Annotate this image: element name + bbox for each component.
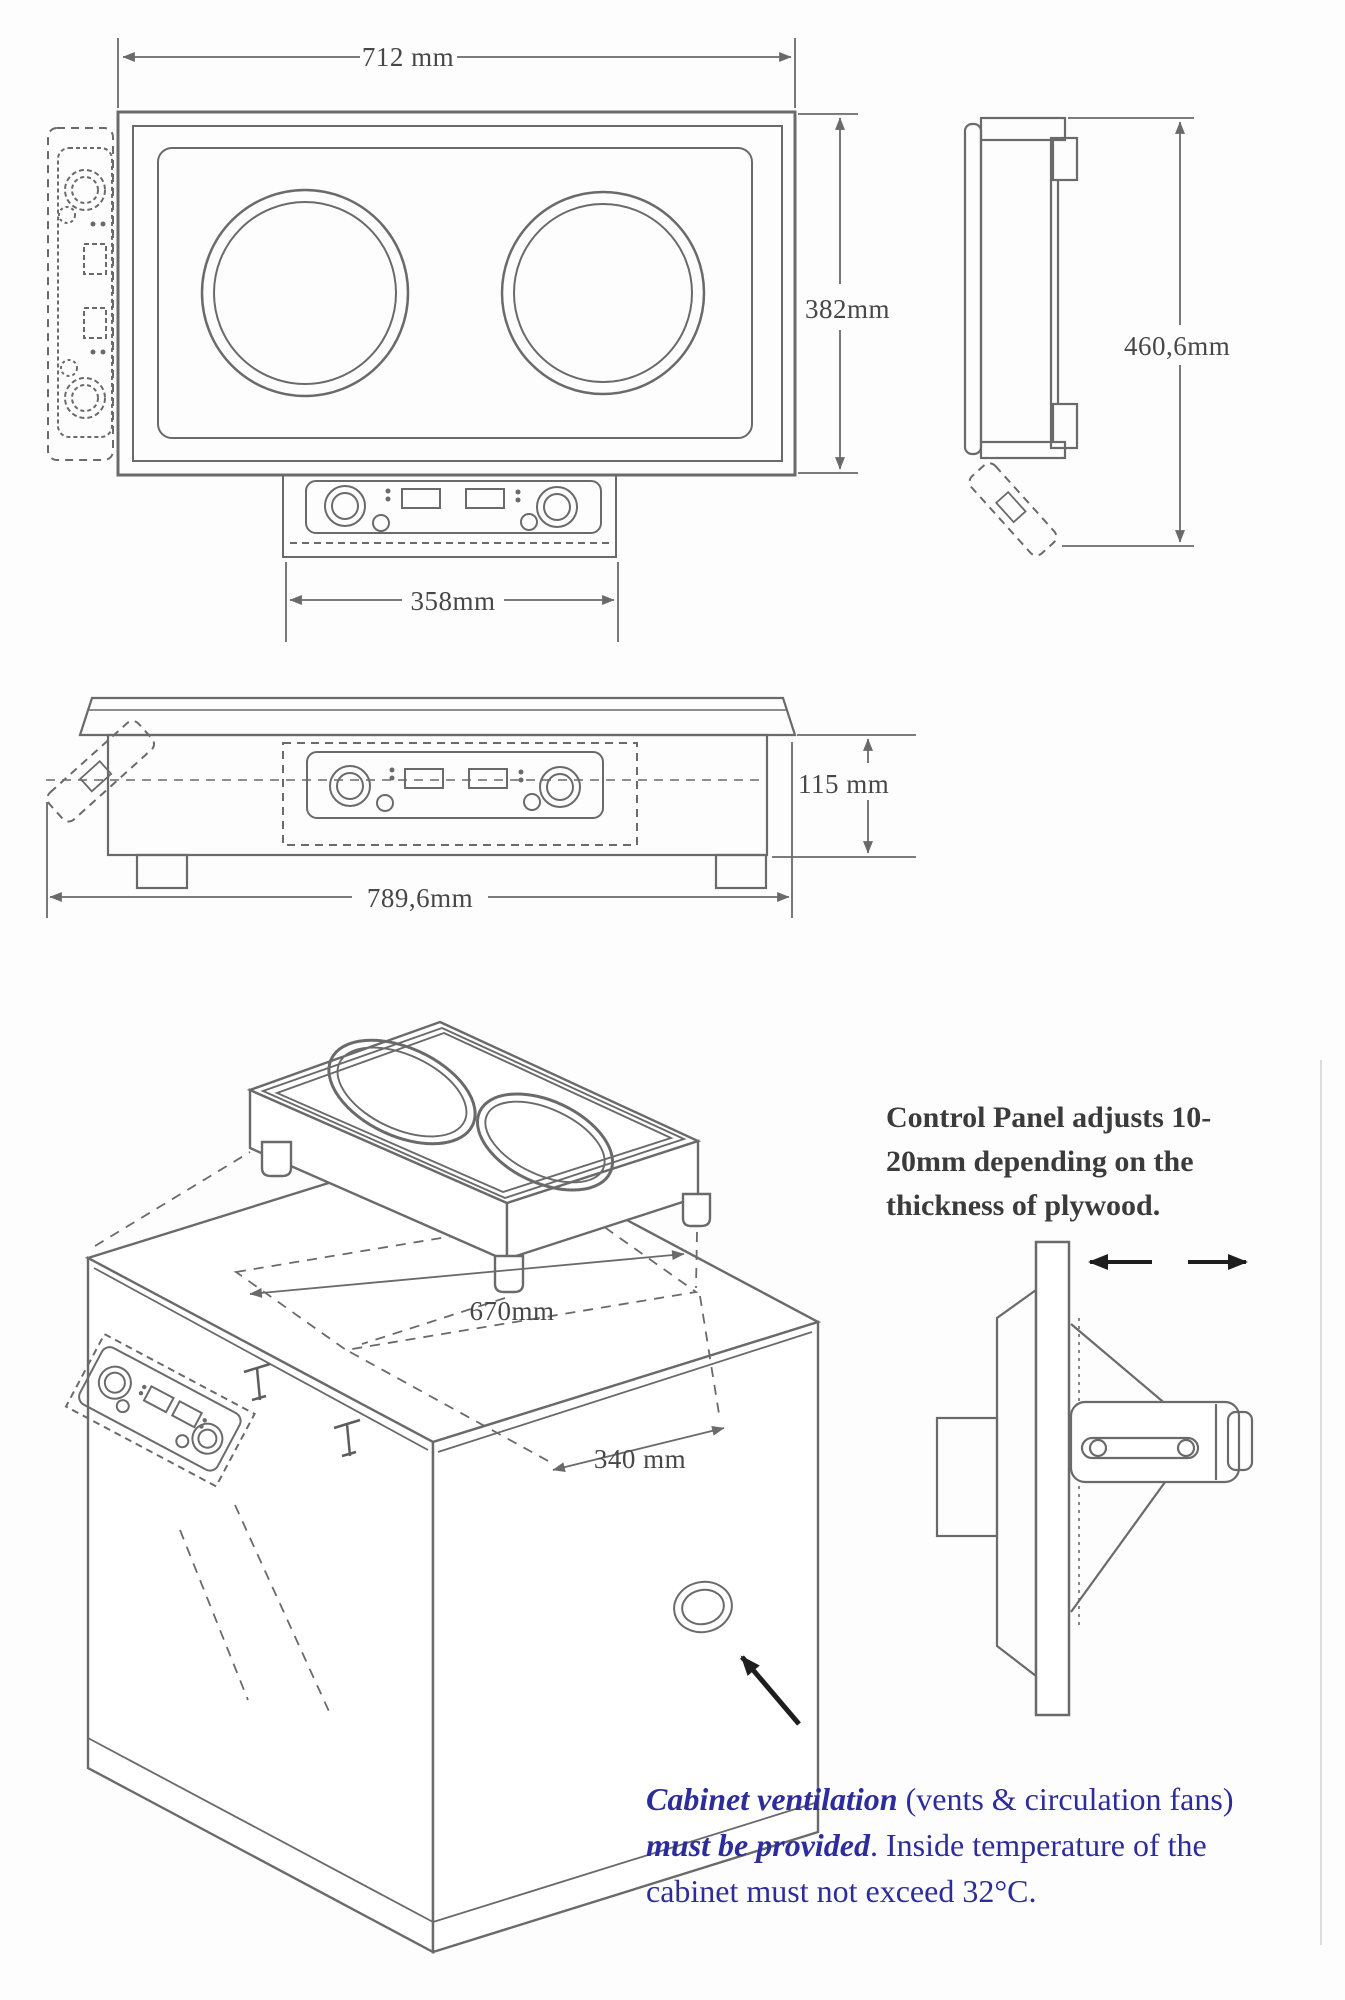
ventilation-note-line1: Cabinet ventilation (vents & circulation… [646,1776,1345,1822]
side-view-control-panel-dashed [968,462,1058,557]
iso-drop-leaders [94,1151,698,1345]
front-view-tilted-panel-dashed [46,720,155,823]
dimension-overall-width: 789,6mm [367,883,473,913]
front-view-control-panel-dashed [282,742,638,846]
front-view [46,696,797,890]
top-view-dimensions [117,38,858,642]
right-burner [500,190,706,396]
ventilation-note-line3: cabinet must not exceed 32°C. [646,1873,1037,1909]
dimension-top-width: 712 mm [362,42,454,72]
top-view [47,110,797,558]
dimension-cutout-length: 670mm [469,1296,554,1326]
control-panel-note-line2: 20mm depending on the [886,1145,1194,1178]
side-control-panel-dashed [47,127,114,461]
ventilation-note: Cabinet ventilation (vents & circulation… [646,1776,1345,1914]
ventilation-note-bold1: Cabinet ventilation [646,1781,898,1817]
side-view-dimensions [1062,117,1194,547]
cross-section-view [935,1240,1254,1717]
mounting-brackets [243,1362,361,1458]
ventilation-note-rest1: (vents & circulation fans) [897,1781,1234,1817]
front-control-housing [282,475,617,558]
ventilation-hole [673,1580,733,1634]
ventilation-note-line2: must be provided. Inside temperature of … [646,1822,1345,1868]
dimension-body-height: 115 mm [798,769,889,799]
side-view [963,116,1079,557]
dimension-side-height: 460,6mm [1124,331,1230,361]
dimension-cutout-depth: 340 mm [594,1444,686,1474]
control-panel-note-line1: Control Panel adjusts 10- [886,1101,1212,1134]
control-panel-note-line3: thickness of plywood. [886,1189,1161,1222]
dimension-top-depth: 382mm [805,294,890,324]
iso-dimensions [249,1250,725,1473]
page-scan-edge [1320,1060,1322,1945]
ventilation-note-rest2: . Inside temperature of the [869,1827,1207,1863]
front-view-dimensions [46,734,916,918]
left-burner [200,188,410,398]
control-panel-note: Control Panel adjusts 10- 20mm depending… [886,1096,1345,1228]
ventilation-note-bold2: must be provided [646,1827,870,1863]
ventilation-arrow [740,1655,801,1726]
dimension-panel-width: 358mm [410,586,495,616]
